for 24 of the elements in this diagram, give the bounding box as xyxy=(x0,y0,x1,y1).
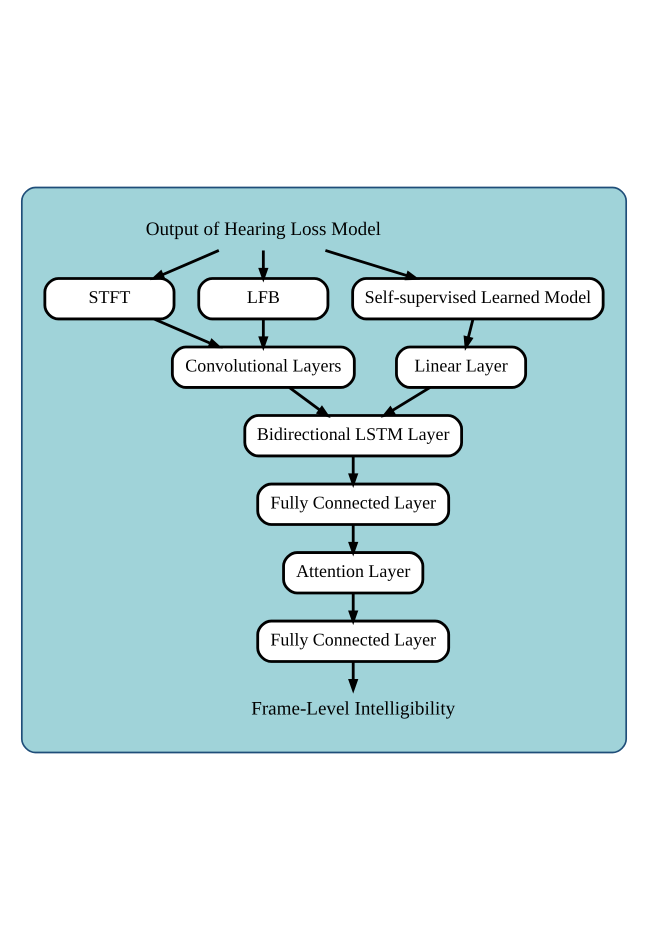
node-box: Fully Connected Layer xyxy=(256,482,450,526)
arrow xyxy=(464,318,474,350)
node-text: Frame-Level Intelligibility xyxy=(251,698,456,719)
arrow xyxy=(348,661,358,694)
arrow xyxy=(348,592,358,625)
node-box: Convolutional Layers xyxy=(170,345,356,388)
arrow xyxy=(150,248,220,280)
arrow xyxy=(153,317,223,348)
node-box: Self-supervised Learned Model xyxy=(351,276,605,320)
arrow xyxy=(258,250,268,282)
node-box: Fully Connected Layer xyxy=(256,619,450,662)
arrow xyxy=(380,386,431,418)
node-box: Attention Layer xyxy=(282,550,424,594)
arrow xyxy=(348,456,358,488)
cluster xyxy=(20,186,628,753)
arrow xyxy=(348,524,358,556)
node-box: STFT xyxy=(43,276,176,320)
arrow xyxy=(288,386,331,418)
node-box: Bidirectional LSTM Layer xyxy=(243,414,464,457)
arrow xyxy=(325,248,420,280)
node-text: Output of Hearing Loss Model xyxy=(146,218,381,240)
node-box: Linear Layer xyxy=(395,345,528,388)
arrow xyxy=(258,318,268,350)
node-box: LFB xyxy=(197,276,330,320)
